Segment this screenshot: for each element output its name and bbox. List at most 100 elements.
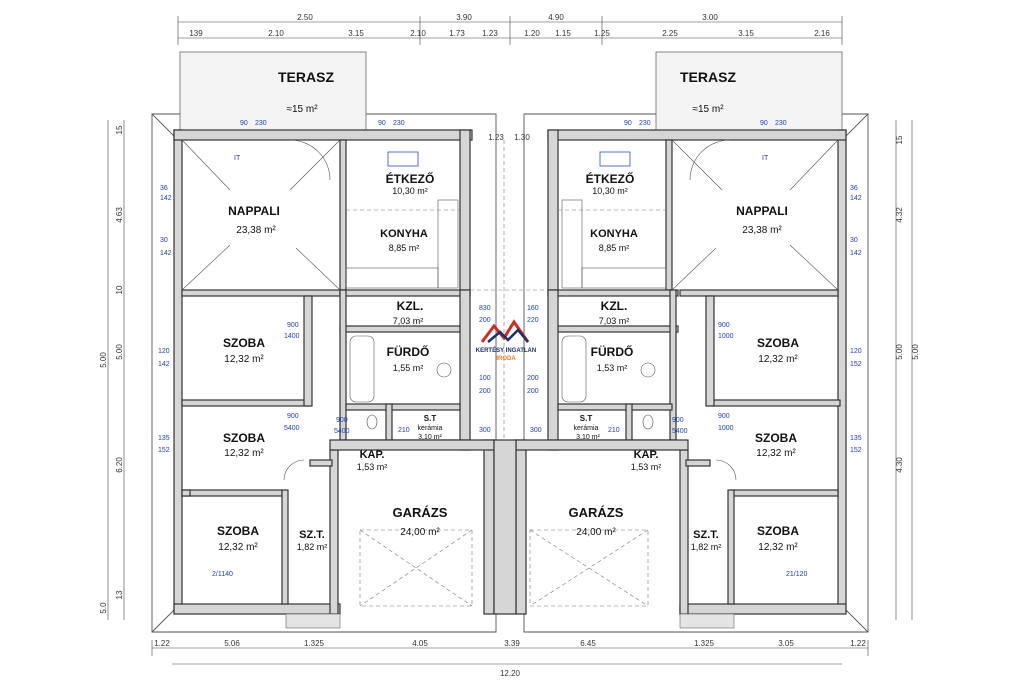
dim-left-1: 15 bbox=[115, 125, 124, 134]
terrace-right: TERASZ ≈15 m² bbox=[655, 51, 843, 131]
dim-left-5: 5.00 bbox=[99, 352, 108, 368]
kap-right-name: KAP. bbox=[634, 449, 659, 461]
interior-detail bbox=[181, 139, 839, 607]
left-side-dimensions: 5.00 15 4.63 10 5.00 6.20 13 5.0 bbox=[99, 120, 125, 620]
etkezo-right-area: 10,30 m² bbox=[592, 186, 628, 196]
garazs-left-area: 24,00 m² bbox=[400, 527, 440, 538]
ann-43: 30 bbox=[850, 237, 858, 244]
nappali-right-name: NAPPALI bbox=[736, 204, 788, 218]
ann-4: 230 bbox=[393, 120, 405, 127]
ann-24: 220 bbox=[527, 317, 539, 324]
ann-12: 5400 bbox=[284, 425, 300, 432]
kzl-left-area: 7,03 m² bbox=[393, 316, 424, 326]
ann-44: 142 bbox=[850, 250, 862, 257]
left-room-labels: NAPPALI 23,38 m² ÉTKEZŐ 10,30 m² KONYHA … bbox=[217, 171, 448, 553]
dim-bot-2: 5.06 bbox=[224, 639, 240, 648]
dim-right-2: 4.32 bbox=[895, 207, 904, 223]
ann-33: 36 bbox=[160, 185, 168, 192]
terrace-right-name: TERASZ bbox=[680, 69, 736, 85]
ann-15: 900 bbox=[718, 413, 730, 420]
szoba1-right-area: 12,32 m² bbox=[758, 354, 798, 365]
ann-28: 200 bbox=[527, 388, 539, 395]
ann-48: 152 bbox=[850, 447, 862, 454]
nappali-left-area: 23,38 m² bbox=[236, 225, 276, 236]
ann-it-left: IT bbox=[234, 155, 241, 162]
dim-top2-3: 3.15 bbox=[348, 29, 364, 38]
ann-31: 210 bbox=[398, 427, 410, 434]
ann-6: 230 bbox=[639, 120, 651, 127]
kzl-left-name: KZL. bbox=[397, 299, 424, 313]
dim-left-3: 10 bbox=[115, 285, 124, 294]
terrace-left-name: TERASZ bbox=[278, 69, 334, 85]
szoba2-left-area: 12,32 m² bbox=[224, 448, 264, 459]
agency-logo: KERTÉSY INGATLAN IRODA bbox=[476, 319, 536, 362]
ann-30: 300 bbox=[530, 427, 542, 434]
dim-top2-12: 2.16 bbox=[814, 29, 830, 38]
dim-left-4: 5.00 bbox=[115, 344, 124, 360]
right-side-dimensions: 15 4.32 5.00 5.00 4.30 bbox=[895, 120, 920, 620]
ann-38: 142 bbox=[158, 361, 170, 368]
etkezo-left-name: ÉTKEZŐ bbox=[386, 171, 435, 186]
ann-9: 900 bbox=[287, 322, 299, 329]
furdo-right-area: 1,53 m² bbox=[597, 363, 628, 373]
furdo-left-area: 1,55 m² bbox=[393, 363, 424, 373]
ann-5: 90 bbox=[624, 120, 632, 127]
ann-1: 90 bbox=[240, 120, 248, 127]
kap-left-area: 1,53 m² bbox=[357, 462, 388, 472]
etkezo-right-name: ÉTKEZŐ bbox=[586, 171, 635, 186]
szt-left-name: SZ.T. bbox=[299, 529, 325, 541]
dim-top2-5: 1.73 bbox=[449, 29, 465, 38]
dim-bot-6: 6.45 bbox=[580, 639, 596, 648]
furdo-left-name: FÜRDŐ bbox=[387, 344, 430, 359]
ann-34: 142 bbox=[160, 195, 172, 202]
dim-bot-4: 4.05 bbox=[412, 639, 428, 648]
bottom-dimension-lines: 1.22 5.06 1.325 4.05 3.39 6.45 1.325 3.0… bbox=[151, 639, 869, 678]
step-left bbox=[285, 613, 341, 629]
dim-left-2: 4.63 bbox=[115, 207, 124, 223]
ann-47: 135 bbox=[850, 435, 862, 442]
terrace-right-area: ≈15 m² bbox=[692, 104, 724, 115]
ann-16: 1000 bbox=[718, 425, 734, 432]
garazs-right-area: 24,00 m² bbox=[576, 527, 616, 538]
right-room-labels: NAPPALI 23,38 m² ÉTKEZŐ 10,30 m² KONYHA … bbox=[569, 171, 800, 553]
ann-22: 200 bbox=[479, 317, 491, 324]
szoba3-left-name: SZOBA bbox=[217, 524, 259, 538]
kzl-right-area: 7,03 m² bbox=[599, 316, 630, 326]
ann-39: 135 bbox=[158, 435, 170, 442]
ann-7: 90 bbox=[760, 120, 768, 127]
szoba3-right-name: SZOBA bbox=[757, 524, 799, 538]
szoba2-left-name: SZOBA bbox=[223, 431, 265, 445]
nappali-left-name: NAPPALI bbox=[228, 204, 280, 218]
dim-bot-7: 1.325 bbox=[694, 639, 715, 648]
garazs-right-name: GARÁZS bbox=[569, 505, 624, 520]
dim-top2-9: 1.25 bbox=[594, 29, 610, 38]
szoba1-left-name: SZOBA bbox=[223, 336, 265, 350]
szt-right-area: 1,82 m² bbox=[691, 542, 722, 552]
right-unit-walls bbox=[515, 129, 847, 615]
terrace-left: TERASZ ≈15 m² bbox=[179, 51, 367, 131]
dim-right-3: 5.00 bbox=[895, 344, 904, 360]
ann-46: 152 bbox=[850, 361, 862, 368]
ann-17: 900 bbox=[336, 417, 348, 424]
szoba3-left-area: 12,32 m² bbox=[218, 542, 258, 553]
dim-right-1: 15 bbox=[895, 135, 904, 144]
ann-37: 120 bbox=[158, 348, 170, 355]
nappali-right-area: 23,38 m² bbox=[742, 225, 782, 236]
logo-house-icon bbox=[487, 328, 529, 343]
ann-45: 120 bbox=[850, 348, 862, 355]
dim-left-8: 5.0 bbox=[99, 602, 108, 614]
dim-bot-9: 1.22 bbox=[850, 639, 866, 648]
furdo-right-name: FÜRDŐ bbox=[591, 344, 634, 359]
szoba1-left-area: 12,32 m² bbox=[224, 354, 264, 365]
ann-18: 5400 bbox=[334, 428, 350, 435]
kap-right-area: 1,53 m² bbox=[631, 462, 662, 472]
ann-26: 200 bbox=[479, 388, 491, 395]
dim-top-4: 3.00 bbox=[702, 13, 718, 22]
ann-14: 1000 bbox=[718, 333, 734, 340]
st-right-area: 3,10 m² bbox=[576, 434, 600, 441]
garazs-left-name: GARÁZS bbox=[393, 505, 448, 520]
party-wall bbox=[493, 439, 517, 615]
ann-8: 230 bbox=[775, 120, 787, 127]
dim-left-7: 13 bbox=[115, 590, 124, 599]
